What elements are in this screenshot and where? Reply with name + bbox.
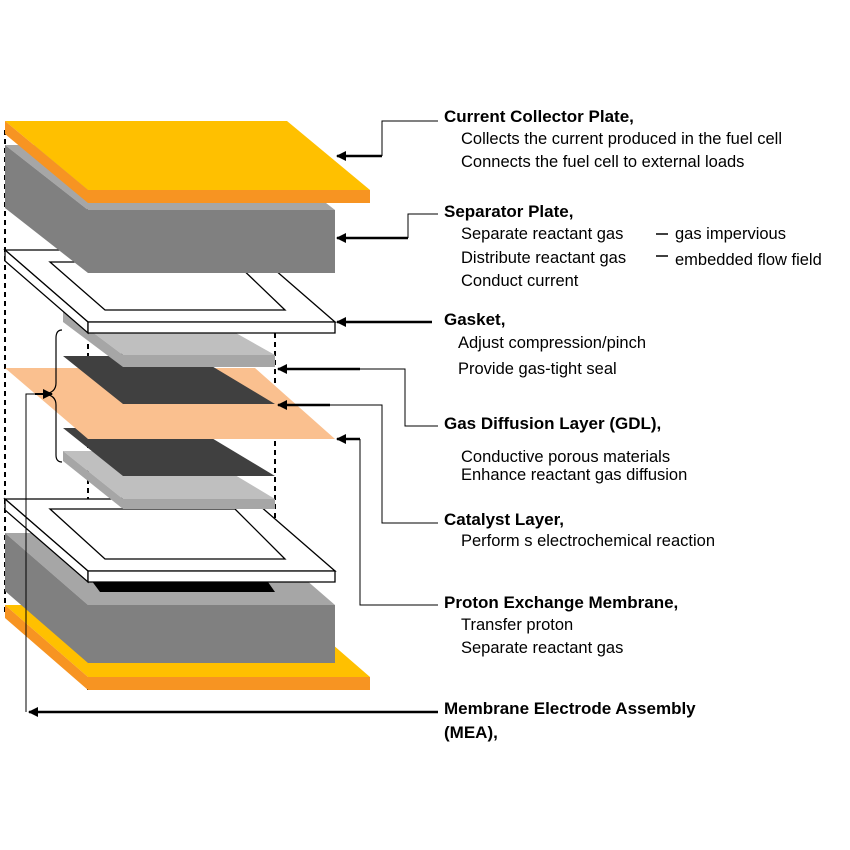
current-collector-desc-1: Collects the current produced in the fue… — [461, 130, 783, 148]
top-current-collector-plate — [5, 121, 370, 203]
mea-title: Membrane Electrode Assembly — [444, 699, 696, 718]
separator-note-2: embedded flow field — [675, 251, 822, 269]
gdl-title: Gas Diffusion Layer (GDL), — [444, 414, 662, 433]
current-collector-desc-2: Connects the fuel cell to external loads — [461, 153, 745, 171]
current-collector-title: Current Collector Plate, — [444, 107, 634, 126]
gasket-desc-1: Adjust compression/pinch — [458, 334, 647, 352]
current-collector-connector — [381, 120, 438, 156]
separator-desc-3: Conduct current — [461, 272, 579, 290]
separator-title: Separator Plate, — [444, 202, 574, 221]
pem-title: Proton Exchange Membrane, — [444, 593, 679, 612]
gasket-desc-2: Provide gas-tight seal — [458, 360, 617, 378]
gdl-desc-2: Enhance reactant gas diffusion — [461, 466, 688, 484]
catalyst-connector — [330, 404, 438, 524]
bottom-catalyst-layer — [63, 428, 275, 476]
separator-connector — [407, 213, 438, 238]
top-catalyst-layer — [63, 356, 275, 404]
pem-desc-2: Separate reactant gas — [461, 639, 624, 657]
separator-desc-2: Distribute reactant gas — [461, 249, 627, 267]
separator-desc-1: Separate reactant gas — [461, 225, 624, 243]
separator-note-1: gas impervious — [675, 225, 786, 243]
pem-connector — [359, 439, 438, 606]
gdl-desc-1: Conductive porous materials — [461, 448, 671, 466]
gdl-connector — [360, 368, 438, 427]
gasket-title: Gasket, — [444, 310, 506, 329]
mea-title-abbrev: (MEA), — [444, 723, 498, 742]
catalyst-title: Catalyst Layer, — [444, 510, 565, 529]
catalyst-desc-1: Perform s electrochemical reaction — [461, 532, 716, 550]
callout-connectors — [25, 120, 668, 717]
pem-desc-1: Transfer proton — [461, 616, 574, 634]
